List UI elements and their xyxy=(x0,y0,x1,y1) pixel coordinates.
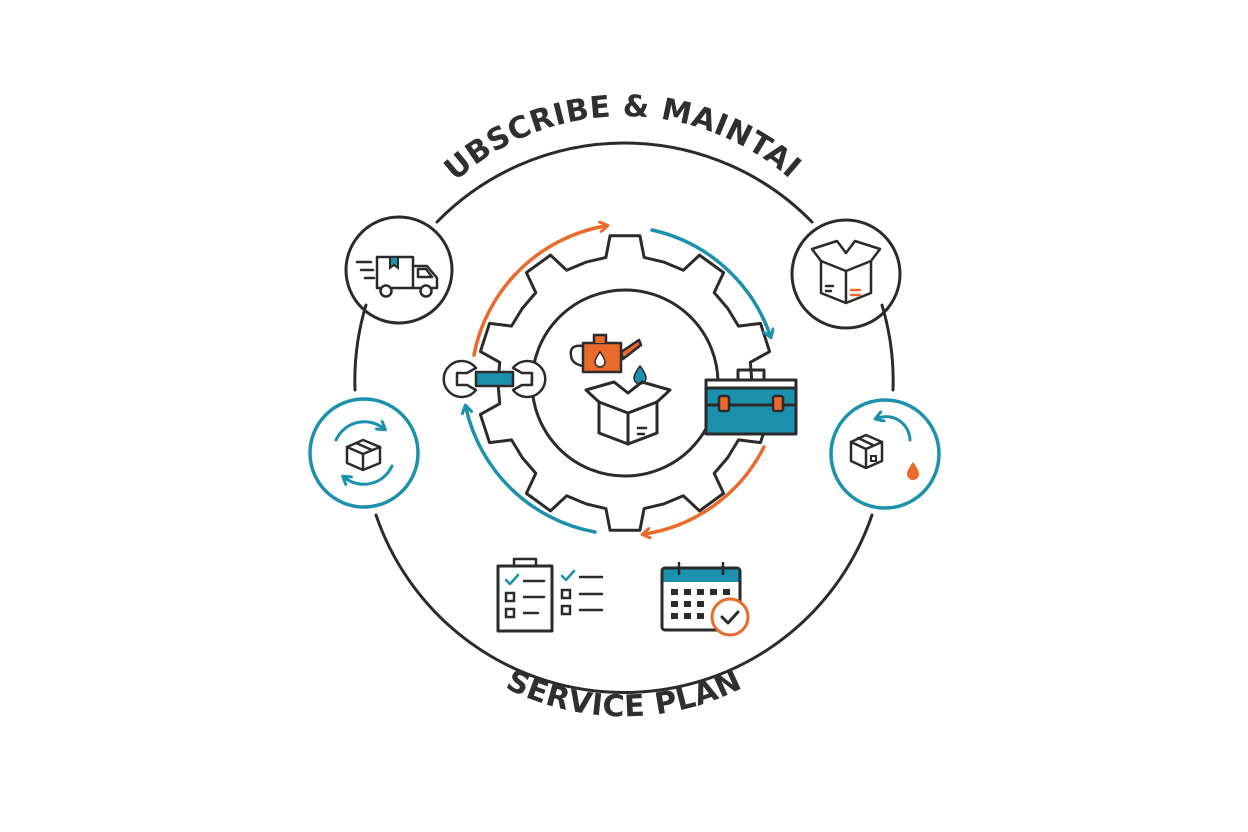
arrow-bottom-right xyxy=(645,445,766,534)
top-label: SUBSCRIBE & MAINTAIN xyxy=(0,0,807,188)
checklist-icon xyxy=(496,557,604,633)
delivery-truck-icon xyxy=(344,215,454,325)
cycle-arrows xyxy=(466,226,770,534)
center-box-icon xyxy=(584,380,672,446)
oil-can-icon xyxy=(569,333,647,385)
arrow-bottom-left xyxy=(466,408,597,534)
open-box-icon xyxy=(790,218,902,330)
box-refill-drop-icon xyxy=(829,398,941,510)
top-arc-label: SUBSCRIBE & MAINTAIN xyxy=(0,0,808,188)
recurring-box-icon xyxy=(308,397,420,509)
toolbox-icon xyxy=(704,368,798,436)
outer-ring xyxy=(353,141,895,694)
arrow-top-right xyxy=(650,228,770,335)
wrench-icon xyxy=(442,359,547,399)
bottom-arc-label: SERVICE PLAN xyxy=(501,663,747,725)
arrow-top-left xyxy=(472,226,605,357)
bottom-label: SERVICE PLAN xyxy=(501,663,746,725)
calendar-check-icon xyxy=(660,561,750,637)
